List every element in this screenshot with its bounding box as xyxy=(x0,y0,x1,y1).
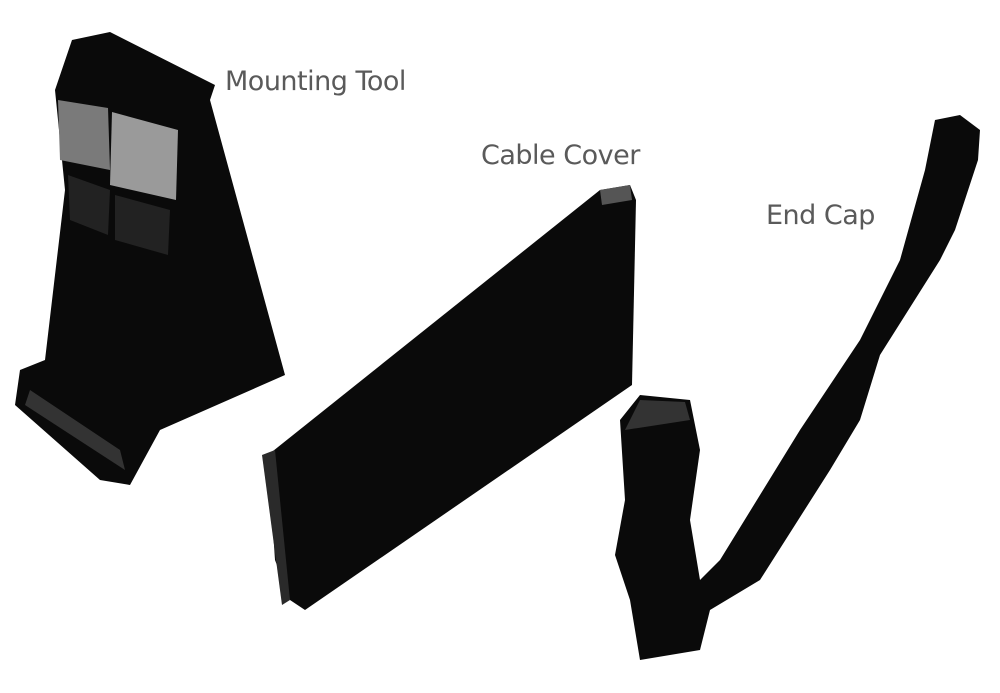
end-cap-part xyxy=(615,115,980,660)
cable-cover-part xyxy=(262,185,636,610)
cable-cover-label: Cable Cover xyxy=(481,140,640,171)
mounting-tool-part xyxy=(15,32,285,485)
mounting-tool-label: Mounting Tool xyxy=(225,66,406,97)
end-cap-label: End Cap xyxy=(766,200,875,231)
